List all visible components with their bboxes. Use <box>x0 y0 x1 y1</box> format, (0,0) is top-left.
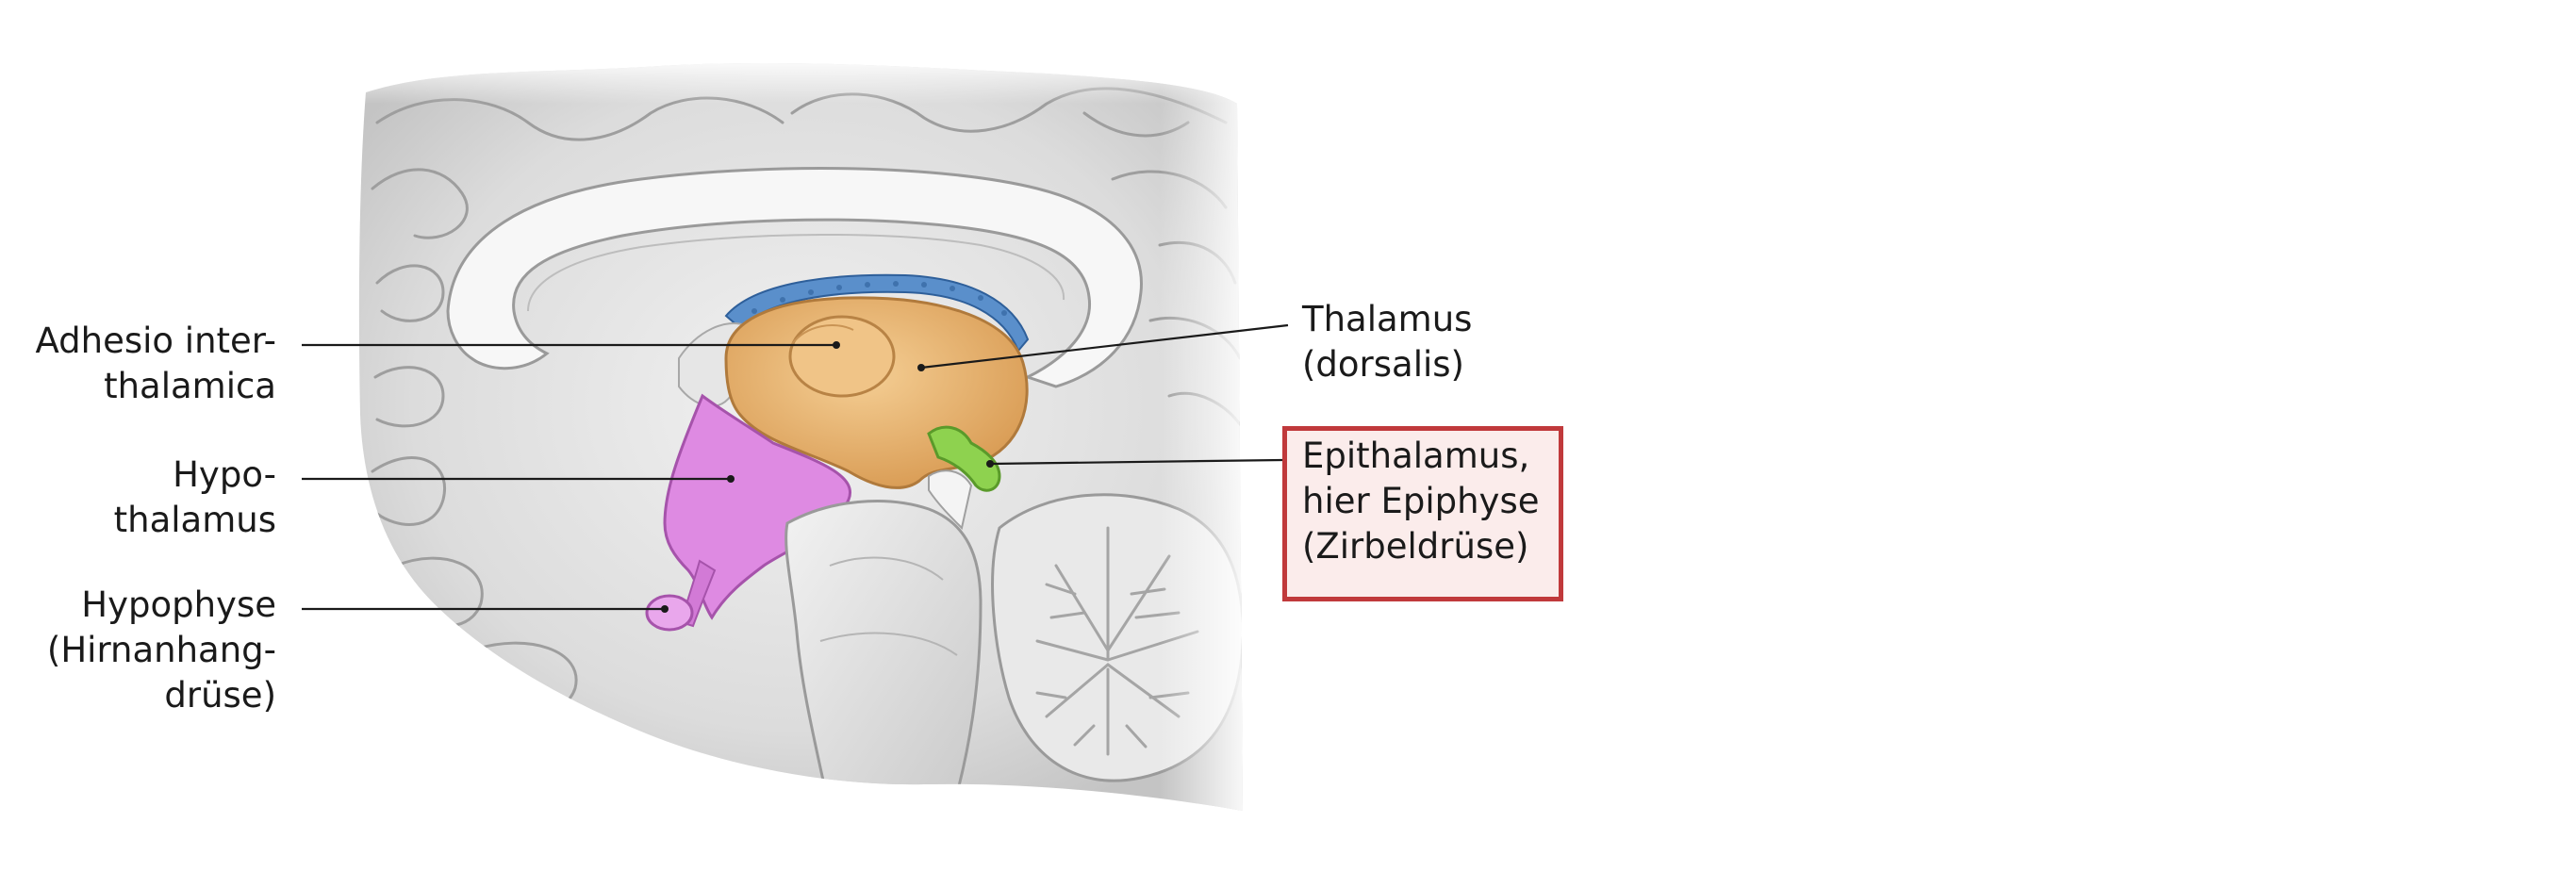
label-line: thalamica <box>104 366 276 406</box>
label-line: drüse) <box>164 675 276 716</box>
corpus-callosum <box>446 167 1143 388</box>
hypothalamus <box>663 393 851 620</box>
leader-epithalamus <box>989 458 1283 466</box>
brainstem <box>784 500 983 812</box>
hypophyse <box>645 594 694 632</box>
label-line: Hypophyse <box>81 584 276 625</box>
brain-illustration <box>358 63 1243 812</box>
label-line: Epithalamus, <box>1302 436 1530 476</box>
label-hypothalamus: Hypo- thalamus <box>114 452 276 543</box>
label-adhesio-interthalamica: Adhesio inter- thalamica <box>35 319 276 409</box>
leader-thalamus <box>920 323 1289 370</box>
label-epithalamus: Epithalamus, hier Epiphyse (Zirbeldrüse) <box>1302 434 1539 569</box>
leader-dots <box>661 341 994 613</box>
label-hypophyse: Hypophyse (Hirnanhang- drüse) <box>47 583 276 718</box>
label-line: thalamus <box>113 500 276 540</box>
epiphyse <box>927 425 1001 492</box>
label-thalamus: Thalamus (dorsalis) <box>1302 297 1472 387</box>
label-line: (Hirnanhang- <box>46 630 276 670</box>
label-line: Adhesio inter- <box>35 321 276 361</box>
epithalamus-highlight-box <box>1282 426 1563 601</box>
label-line: Thalamus <box>1302 299 1473 339</box>
leader-lines <box>302 323 1289 611</box>
label-line: Hypo- <box>173 454 276 495</box>
label-line: (Zirbeldrüse) <box>1302 526 1529 567</box>
adhesio-interthalamica <box>788 315 896 398</box>
ventricle-edge <box>724 273 1030 353</box>
label-line: hier Epiphyse <box>1302 481 1540 521</box>
label-line: (dorsalis) <box>1302 344 1464 385</box>
